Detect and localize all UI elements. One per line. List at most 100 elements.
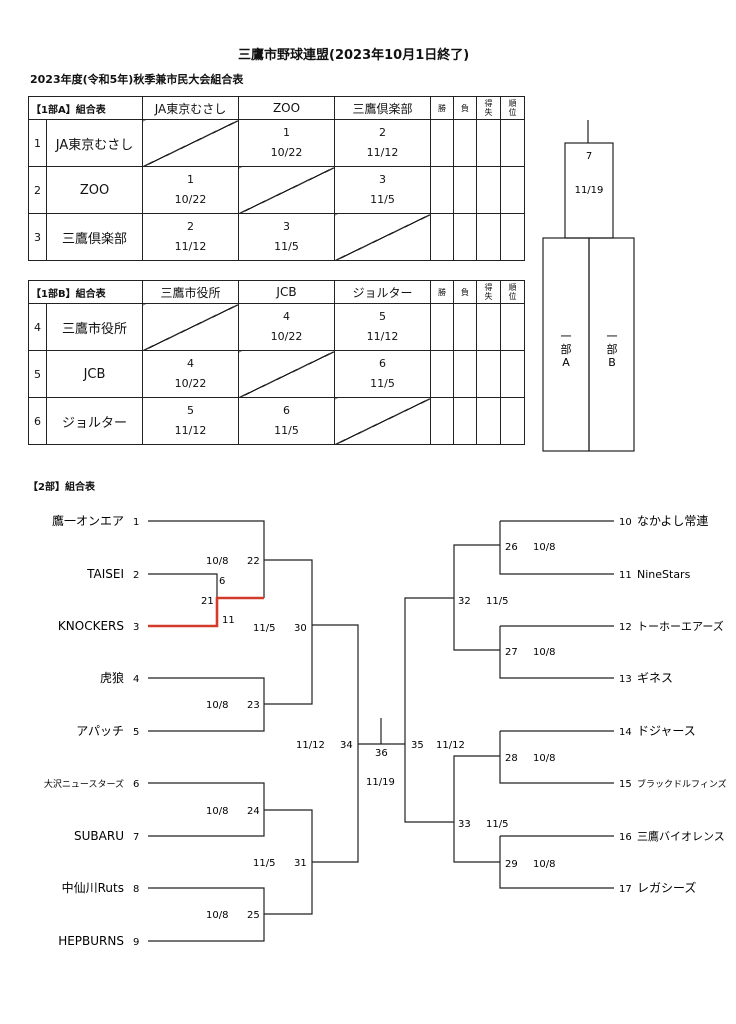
run-diff-cell	[476, 397, 501, 445]
team-name-right: トーホーエアーズ	[637, 619, 724, 633]
col-header-team: ジョルター	[334, 280, 431, 304]
team-number: 11	[619, 570, 632, 581]
team-name-left: TAISEI	[86, 567, 124, 581]
self-match-cell	[334, 213, 431, 261]
row-team-name: ジョルター	[46, 397, 143, 445]
col-header-team: JCB	[238, 280, 335, 304]
game-number: 6	[219, 576, 225, 587]
team-name-right: なかよし常連	[637, 514, 708, 528]
rank-cell	[500, 213, 525, 261]
team-number: 16	[619, 832, 632, 843]
col-header-team: 三鷹倶楽部	[334, 96, 431, 120]
game-date: 10/8	[206, 556, 228, 567]
game-date: 10/8	[206, 910, 228, 921]
wins-cell	[430, 303, 454, 351]
game-number: 32	[458, 596, 471, 607]
run-diff-cell	[476, 213, 501, 261]
game-date: 10/8	[533, 647, 555, 658]
game-date: 11/5	[486, 596, 508, 607]
team-number: 14	[619, 727, 632, 738]
team-name-right: ギネス	[637, 671, 673, 685]
rank-cell	[500, 397, 525, 445]
wins-cell	[430, 166, 454, 214]
team-name-left: KNOCKERS	[58, 619, 124, 633]
wins-cell	[430, 397, 454, 445]
bracket-line	[264, 625, 313, 705]
row-team-name: ZOO	[46, 166, 143, 214]
col-header-run-diff: 得失	[476, 96, 501, 120]
roundrobin-table-1a: 【1部A】組合表 JA東京むさし ZOO 三鷹倶楽部 勝 負 得失 順位 1 J…	[28, 96, 525, 261]
self-match-cell	[142, 119, 239, 167]
col-header-losses: 負	[453, 96, 477, 120]
rank-cell	[500, 119, 525, 167]
bracket-line	[453, 822, 500, 863]
team-name-right: NineStars	[637, 568, 691, 581]
row-team-name: JA東京むさし	[46, 119, 143, 167]
team-name-right: 三鷹バイオレンス	[637, 829, 725, 843]
team-name-right: ドジャース	[637, 724, 696, 738]
team-name-right: レガシーズ	[637, 880, 696, 895]
team-number: 7	[133, 832, 139, 843]
team-name-left: アパッチ	[76, 724, 124, 738]
team-number: 13	[619, 674, 632, 685]
game-date: 11/5	[253, 858, 275, 869]
losses-cell	[453, 303, 477, 351]
self-match-cell	[334, 397, 431, 445]
game-date: 11/12	[436, 740, 465, 751]
table-corner-label: 【1部B】組合表	[28, 280, 143, 304]
col-header-run-diff: 得失	[476, 280, 501, 304]
team-number: 3	[133, 622, 139, 633]
table-corner-label: 【1部A】組合表	[28, 96, 143, 120]
bracket-line	[499, 836, 614, 889]
bracket-line	[453, 755, 500, 822]
losses-cell	[453, 119, 477, 167]
game-date: 10/8	[533, 542, 555, 553]
team-number: 5	[133, 727, 139, 738]
final-game-number: 7	[586, 151, 592, 162]
self-match-cell	[238, 350, 335, 398]
team-number: 17	[619, 884, 632, 895]
final-game-date: 11/19	[575, 185, 604, 196]
rank-cell	[500, 303, 525, 351]
wins-cell	[430, 119, 454, 167]
roundrobin-table-1b: 【1部B】組合表 三鷹市役所 JCB ジョルター 勝 負 得失 順位 4 三鷹市…	[28, 280, 525, 445]
rank-cell	[500, 350, 525, 398]
page-title: 三鷹市野球連盟(2023年10月1日終了)	[238, 48, 470, 63]
losses-cell	[453, 166, 477, 214]
team-number: 2	[133, 570, 139, 581]
team-name-right: ブラックドルフィンズ	[637, 778, 727, 790]
game-number: 34	[340, 740, 353, 751]
row-number: 6	[28, 397, 47, 445]
self-match-cell	[238, 166, 335, 214]
row-number: 2	[28, 166, 47, 214]
self-match-cell	[142, 303, 239, 351]
game-date: 10/8	[533, 859, 555, 870]
row-team-name: 三鷹倶楽部	[46, 213, 143, 261]
team-number: 1	[133, 517, 139, 528]
team-number: 10	[619, 517, 632, 528]
winner-path-line	[148, 596, 264, 628]
team-name-left: 中仙川Ruts	[62, 880, 124, 895]
run-diff-cell	[476, 119, 501, 167]
game-number: 28	[505, 753, 518, 764]
col-header-team: JA東京むさし	[142, 96, 239, 120]
col-header-team: ZOO	[238, 96, 335, 120]
team-number: 12	[619, 622, 632, 633]
losses-cell	[453, 397, 477, 445]
game-number: 22	[247, 556, 260, 567]
game-number: 31	[294, 858, 307, 869]
bracket-line	[312, 744, 359, 863]
bracket-line	[499, 521, 614, 575]
team-number: 4	[133, 674, 139, 685]
game-date: 10/8	[206, 806, 228, 817]
run-diff-cell	[476, 303, 501, 351]
team-number: 15	[619, 779, 632, 790]
